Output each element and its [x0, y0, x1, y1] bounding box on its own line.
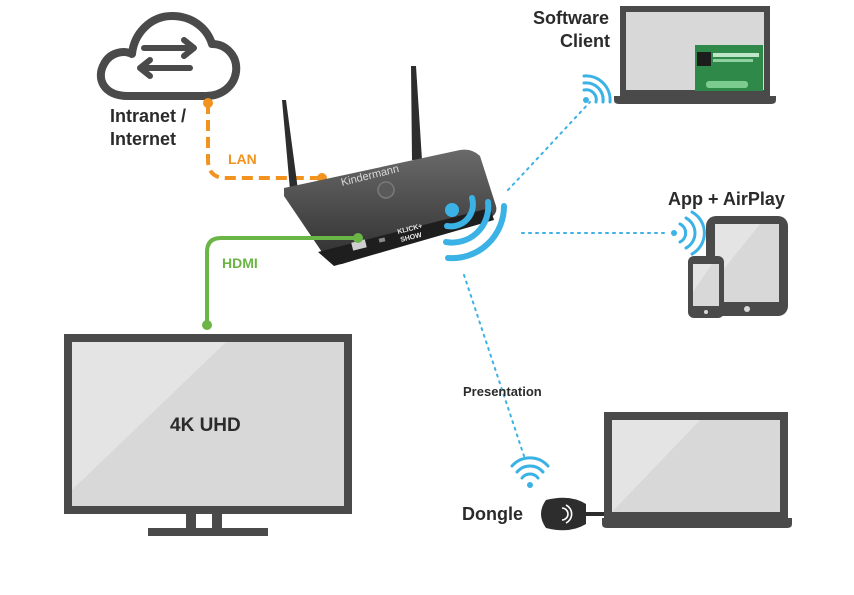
tv-icon	[64, 334, 352, 536]
software-client-label-line1: Software	[533, 8, 609, 28]
cloud-label-line2: Internet	[110, 129, 176, 149]
software-client-label-line2: Client	[560, 31, 610, 51]
tv-label: 4K UHD	[170, 415, 241, 436]
lan-endpoint	[203, 98, 213, 108]
hdmi-endpoint	[353, 233, 363, 243]
device-wifi-icon	[443, 195, 508, 262]
hdmi-connection	[202, 233, 363, 330]
cloud-label-line1: Intranet /	[110, 106, 186, 126]
tablet-icon	[706, 216, 788, 316]
software-client-laptop-icon	[614, 6, 776, 104]
phone-icon	[688, 256, 724, 318]
dongle-label: Dongle	[462, 504, 523, 524]
hdmi-label: HDMI	[222, 255, 258, 271]
power-button-icon	[377, 181, 395, 199]
lan-connection	[203, 98, 327, 183]
antenna-icon	[282, 66, 422, 190]
lan-label: LAN	[228, 151, 257, 167]
app-wifi-icon	[671, 210, 706, 256]
micro-usb-port	[378, 237, 386, 243]
usb-port	[351, 239, 367, 251]
wireless-connections	[463, 101, 665, 457]
klick-show-device: Kindermann KLICK+ SHOW	[284, 149, 497, 266]
client-wifi-icon	[582, 74, 612, 104]
dongle-icon	[541, 497, 612, 531]
hdmi-endpoint	[202, 320, 212, 330]
cloud-icon	[96, 12, 241, 100]
dongle-wifi-icon	[510, 456, 550, 488]
presentation-laptop-icon	[602, 412, 792, 528]
app-airplay-label: App + AirPlay	[668, 189, 785, 209]
presentation-label: Presentation	[463, 384, 542, 399]
